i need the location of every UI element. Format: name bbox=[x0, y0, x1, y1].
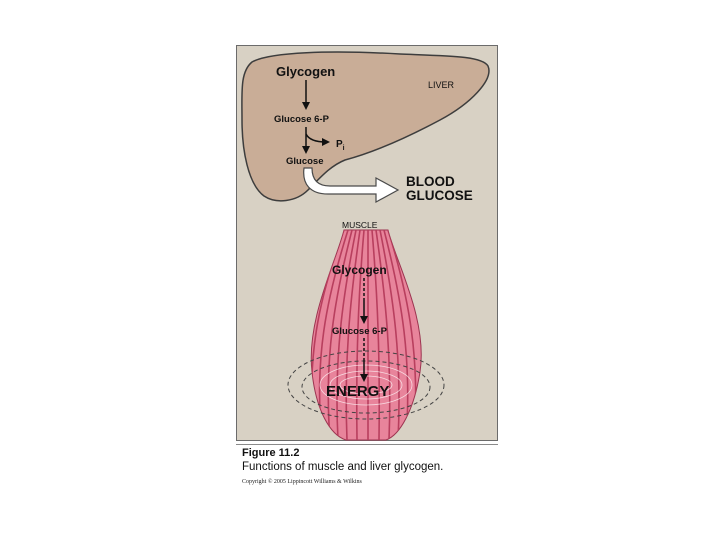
liver-glycogen-label: Glycogen bbox=[276, 64, 335, 79]
pi-label: Pi bbox=[336, 139, 345, 152]
muscle-glycogen-label: Glycogen bbox=[332, 263, 387, 277]
liver-arrow-pi-release bbox=[305, 133, 330, 146]
blood-glucose-line1: BLOOD bbox=[406, 174, 455, 189]
muscle-label: MUSCLE bbox=[342, 220, 378, 230]
liver-glucose6p-label: Glucose 6-P bbox=[274, 114, 330, 125]
muscle-fibers bbox=[311, 230, 417, 440]
liver-shape bbox=[241, 51, 490, 202]
muscle-shape bbox=[310, 229, 422, 441]
energy-ring-outer bbox=[287, 350, 445, 420]
blood-glucose-line2: GLUCOSE bbox=[406, 188, 473, 203]
copyright-notice: Copyright © 2005 Lippincott Williams & W… bbox=[242, 479, 362, 485]
caption-divider bbox=[236, 444, 498, 445]
energy-label: ENERGY bbox=[326, 383, 389, 400]
liver-glucose-label: Glucose bbox=[286, 156, 324, 167]
muscle-glucose6p-label: Glucose 6-P bbox=[332, 326, 388, 337]
figure-number: Figure 11.2 bbox=[242, 447, 300, 459]
blood-export-arrow bbox=[303, 167, 400, 204]
energy-ring-inner bbox=[301, 360, 431, 414]
liver-label: LIVER bbox=[428, 80, 455, 90]
figure-caption: Functions of muscle and liver glycogen. bbox=[242, 461, 444, 473]
